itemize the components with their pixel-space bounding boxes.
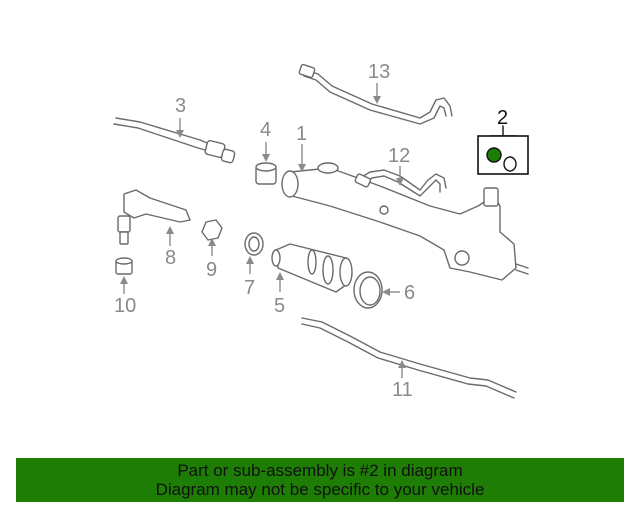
banner-background	[16, 458, 624, 502]
callout-9-leader	[208, 238, 216, 256]
part-4-bushing[interactable]	[255, 162, 277, 185]
callout-6-leader	[382, 288, 400, 296]
part-12-return-line[interactable]	[354, 169, 447, 197]
callout-11-leader	[398, 360, 406, 378]
callout-8: 8	[165, 247, 176, 269]
callout-12-leader	[396, 166, 404, 186]
callout-6: 6	[404, 282, 415, 304]
callout-13-leader	[373, 83, 381, 104]
callout-7-leader	[246, 256, 254, 274]
callout-5-leader	[276, 272, 284, 292]
banner-line-1: Part or sub-assembly is #2 in diagram	[177, 461, 463, 480]
part-7-clamp[interactable]	[244, 232, 264, 256]
part-6-clamp[interactable]	[353, 271, 383, 309]
callout-11: 11	[392, 379, 413, 401]
part-5-boot[interactable]	[271, 243, 353, 293]
callout-7: 7	[244, 277, 255, 299]
callout-1: 1	[296, 123, 307, 145]
part-11-cooler-line[interactable]	[301, 317, 517, 399]
callout-3-leader	[176, 118, 184, 138]
banner-line-2: Diagram may not be specific to your vehi…	[155, 480, 485, 499]
o-ring-icon	[503, 156, 517, 172]
part-3-inner-tie-rod[interactable]	[113, 117, 236, 164]
callout-9: 9	[206, 259, 217, 281]
callout-1-leader	[298, 144, 306, 172]
part-9-nut[interactable]	[201, 219, 223, 241]
callout-5: 5	[274, 295, 285, 317]
callout-10: 10	[114, 295, 136, 317]
part-2-seal-kit[interactable]	[477, 125, 529, 175]
callout-2: 2	[497, 107, 508, 129]
info-banner: Part or sub-assembly is #2 in diagram Di…	[16, 458, 624, 502]
callout-10-leader	[120, 276, 128, 294]
callout-12: 12	[388, 145, 410, 167]
part-8-outer-tie-rod[interactable]	[117, 189, 191, 245]
part-2-box	[477, 135, 529, 175]
callout-8-leader	[166, 226, 174, 246]
part-13-pressure-line[interactable]	[298, 63, 453, 125]
callout-4: 4	[260, 119, 271, 141]
callout-4-leader	[262, 142, 270, 162]
callout-3: 3	[175, 95, 186, 117]
part-10-nut[interactable]	[115, 257, 133, 275]
seal-ring-highlight-icon	[486, 147, 502, 163]
part-1-steering-gear[interactable]	[281, 162, 529, 281]
callout-13: 13	[368, 61, 390, 83]
